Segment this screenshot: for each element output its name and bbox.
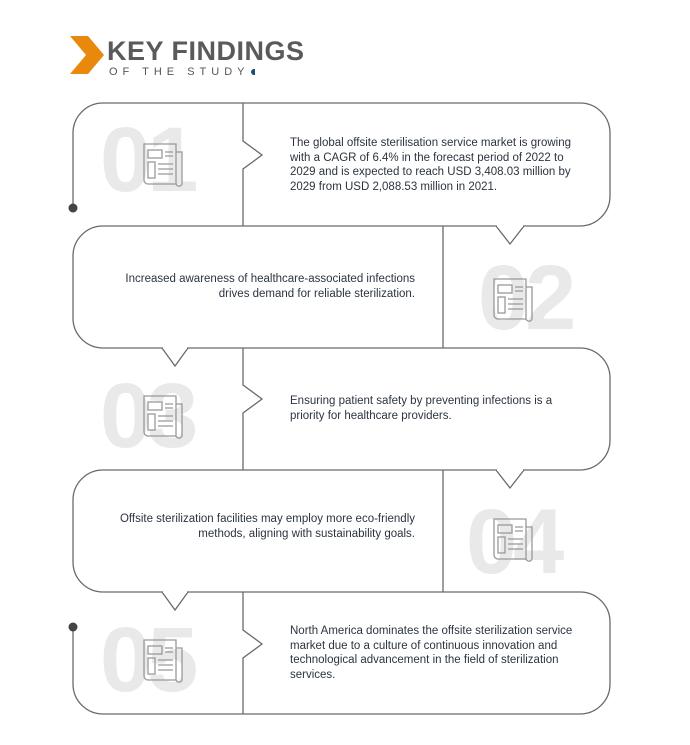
finding-text-1: The global offsite sterilisation service… bbox=[290, 137, 572, 193]
page-subtitle: OF THE STUDY bbox=[109, 66, 256, 78]
chevron-logo-icon bbox=[70, 36, 104, 74]
finding-text-4: Offsite sterilization facilities may emp… bbox=[119, 513, 415, 540]
finding-number-4: 04 bbox=[466, 491, 564, 593]
finding-text-3: Ensuring patient safety by preventing in… bbox=[290, 395, 553, 422]
newspaper-icon bbox=[143, 143, 183, 187]
finding-text-2: Increased awareness of healthcare-associ… bbox=[125, 273, 415, 300]
finding-text-5: North America dominates the offsite ster… bbox=[290, 625, 573, 681]
newspaper-icon bbox=[143, 639, 183, 683]
page-title: KEY FINDINGS bbox=[107, 36, 305, 66]
newspaper-icon bbox=[493, 518, 533, 562]
newspaper-icon bbox=[143, 395, 183, 439]
subtitle-dot-icon bbox=[251, 69, 256, 76]
newspaper-icon bbox=[493, 278, 533, 322]
